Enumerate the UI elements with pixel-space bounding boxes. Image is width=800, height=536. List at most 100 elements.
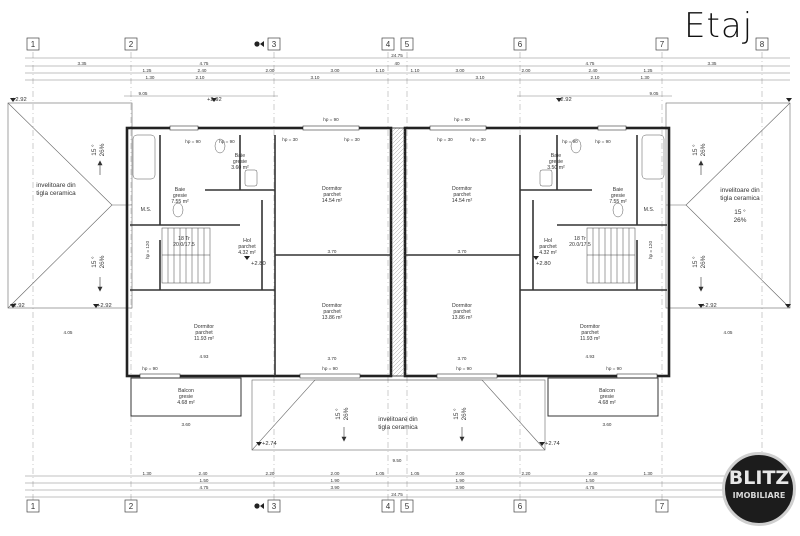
axis-label: 3 [272, 40, 277, 49]
roof-slope-pct: 26% [99, 143, 106, 156]
svg-text:2.10: 2.10 [591, 75, 600, 80]
roof-label: invelitoare din [720, 187, 760, 194]
svg-text:3.10: 3.10 [476, 75, 485, 80]
level-label: +2.92 [10, 303, 25, 309]
stairs-right [586, 227, 636, 284]
axis-label: 5 [405, 502, 410, 511]
svg-text:1.30: 1.30 [143, 471, 152, 476]
room-area: 3.50 m² [547, 165, 565, 171]
svg-text:2.40: 2.40 [589, 68, 598, 73]
svg-text:3.00: 3.00 [331, 68, 340, 73]
roof-slope-pct: 26% [343, 407, 350, 420]
roof-bottom [251, 379, 546, 451]
room-name: Hol [243, 238, 251, 244]
room-name: Dormitor [194, 324, 214, 330]
axis-markers-top [26, 37, 769, 51]
svg-text:2.00: 2.00 [331, 471, 340, 476]
svg-text:1.05: 1.05 [411, 471, 420, 476]
room-floor: parchet [581, 330, 599, 336]
level-label: +2.92 [207, 97, 222, 103]
level-label: +2.74 [545, 441, 560, 447]
room-name: Dormitor [452, 186, 472, 192]
svg-text:24.75: 24.75 [391, 492, 403, 497]
svg-text:hp = 90: hp = 90 [454, 117, 470, 122]
ms-tag: M.S. [141, 207, 152, 213]
svg-text:1.90: 1.90 [331, 478, 340, 483]
level-label: +2.80 [536, 261, 551, 267]
svg-text:1.50: 1.50 [586, 478, 595, 483]
room-name: Baie [613, 187, 623, 193]
axis-markers-bottom [26, 499, 669, 513]
svg-text:24.75: 24.75 [391, 53, 403, 58]
room-floor: gresie [600, 394, 614, 400]
svg-text:hp = 90: hp = 90 [595, 139, 611, 144]
roof-slope-pct: 26% [99, 255, 106, 268]
level-label: +2.74 [262, 441, 277, 447]
stairs-size: 20.0/17.5 [569, 242, 591, 248]
roof-slope-pct: 26% [734, 217, 747, 224]
svg-text:hp = 90: hp = 90 [219, 139, 235, 144]
room-area: 11.93 m² [580, 336, 600, 342]
room-floor: parchet [238, 244, 256, 250]
svg-text:3.70: 3.70 [458, 249, 467, 254]
room-floor: parchet [323, 309, 341, 315]
svg-text:hp = 30: hp = 30 [344, 137, 360, 142]
svg-text:2.40: 2.40 [589, 471, 598, 476]
room-area: 11.93 m² [194, 336, 214, 342]
svg-text:3.00: 3.00 [456, 68, 465, 73]
room-floor: gresie [611, 193, 625, 199]
ms-tag: M.S. [644, 207, 655, 213]
room-area: 13.86 m² [452, 315, 473, 321]
svg-text:hp = 120: hp = 120 [145, 241, 150, 259]
room-name: Dormitor [322, 186, 342, 192]
svg-text:3.90: 3.90 [331, 485, 340, 490]
svg-text:1.50: 1.50 [200, 478, 209, 483]
room-name: Balcon [599, 388, 615, 394]
svg-text:3.70: 3.70 [328, 249, 337, 254]
room-name: Dormitor [580, 324, 600, 330]
roof-slope-pct: 26% [700, 255, 707, 268]
svg-text:9.50: 9.50 [393, 458, 402, 463]
level-label: +2.80 [251, 261, 266, 267]
svg-text:4.75: 4.75 [586, 485, 595, 490]
svg-text:3.35: 3.35 [708, 61, 717, 66]
svg-text:2.20: 2.20 [522, 471, 531, 476]
roof-slope-deg: 15 ° [691, 256, 699, 268]
svg-text:3.35: 3.35 [78, 61, 87, 66]
stairs-label: 18 Tr [178, 236, 190, 242]
roof-slope-deg: 15 ° [90, 144, 98, 156]
room-floor: gresie [233, 159, 247, 165]
svg-text:2.00: 2.00 [456, 471, 465, 476]
roof-slope-deg: 15 ° [452, 408, 460, 420]
room-name: Dormitor [452, 303, 472, 309]
svg-text:4.75: 4.75 [200, 61, 209, 66]
axis-label: 7 [660, 502, 665, 511]
svg-text:2.20: 2.20 [266, 471, 275, 476]
room-area: 7.55 m² [609, 199, 627, 205]
svg-text:3.60: 3.60 [182, 422, 191, 427]
svg-text:4.05: 4.05 [724, 330, 733, 335]
roof-label: invelitoare din [378, 416, 418, 423]
room-area: 13.86 m² [322, 315, 343, 321]
level-label: +2.92 [97, 303, 112, 309]
svg-text:2.00: 2.00 [266, 68, 275, 73]
blitz-logo: BLITZ IMOBILIARE [722, 452, 796, 526]
roof-label: tigla ceramica [36, 190, 76, 197]
svg-text:3.90: 3.90 [456, 485, 465, 490]
svg-text:4.05: 4.05 [64, 330, 73, 335]
level-label: +2.92 [702, 303, 717, 309]
roof-slope-deg: 15 ° [691, 144, 699, 156]
svg-text:2.10: 2.10 [196, 75, 205, 80]
room-area: 14.54 m² [452, 198, 473, 204]
room-area: 3.60 m² [231, 165, 249, 171]
axis-label: 5 [405, 40, 410, 49]
room-area: 4.32 m² [539, 250, 557, 256]
hp-tags: hp = 90 hp = 90 hp = 90 hp = 30 hp = 30 … [142, 117, 653, 371]
page-title: Etaj [684, 6, 754, 46]
svg-text:1.30: 1.30 [644, 471, 653, 476]
room-floor: gresie [173, 193, 187, 199]
axis-label: 1 [31, 40, 36, 49]
stairs-size: 20.0/17.5 [173, 242, 195, 248]
toilet-icon [172, 138, 624, 218]
